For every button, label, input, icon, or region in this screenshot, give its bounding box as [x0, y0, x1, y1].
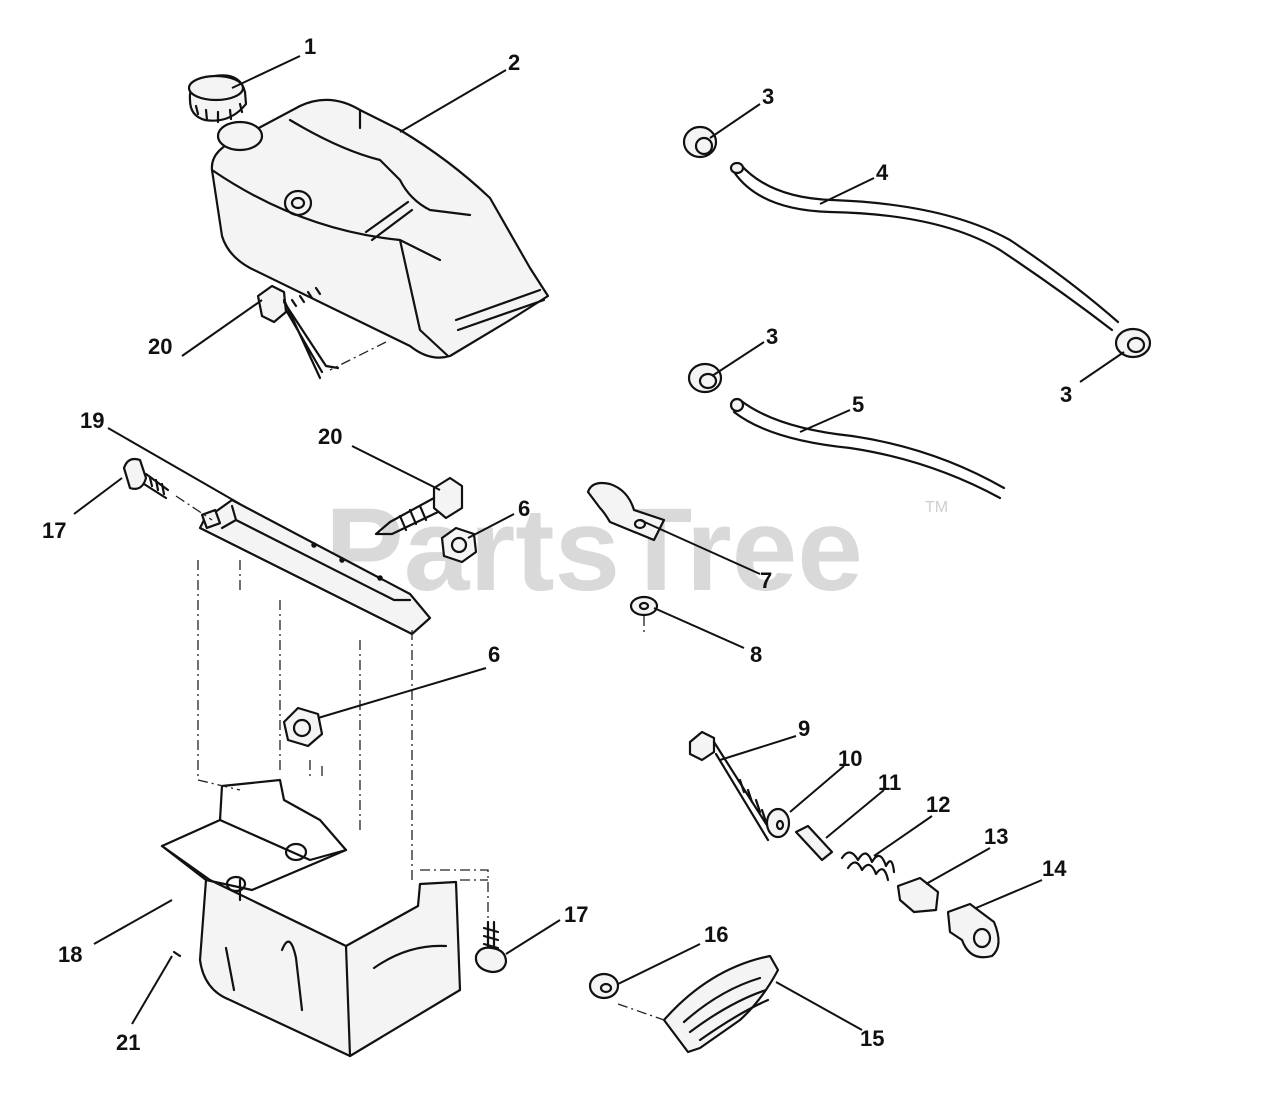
part-12-spring[interactable] — [840, 851, 896, 882]
part-14-cam[interactable] — [946, 902, 1000, 959]
leader-lines — [73, 55, 1125, 1031]
watermark-trademark: TM — [925, 499, 948, 516]
callout-9: 9 — [798, 716, 810, 741]
part-11-pin[interactable] — [794, 824, 834, 862]
callout-15: 15 — [860, 1026, 884, 1051]
callout-4: 4 — [876, 160, 889, 185]
part-17-screw-upper[interactable] — [122, 457, 170, 500]
callout-13: 13 — [984, 824, 1008, 849]
part-20-screw-lower[interactable] — [374, 476, 464, 536]
part-9-bolt[interactable] — [688, 730, 772, 842]
assembly-lines — [175, 341, 665, 1021]
callout-21: 21 — [116, 1030, 140, 1055]
part-2-fuel-tank[interactable] — [210, 98, 550, 359]
callout-17-lower: 17 — [564, 902, 588, 927]
callout-2: 2 — [508, 50, 520, 75]
watermark-text: PartsTree — [325, 484, 863, 616]
part-16-washer[interactable] — [588, 972, 620, 1000]
part-4-fuel-hose[interactable] — [729, 161, 1120, 332]
callout-3-top: 3 — [762, 84, 774, 109]
callout-3-middle: 3 — [766, 324, 778, 349]
callout-1: 1 — [304, 34, 316, 59]
callout-20-lower: 20 — [318, 424, 342, 449]
callout-16: 16 — [704, 922, 728, 947]
callout-19: 19 — [80, 408, 104, 433]
callout-17-upper: 17 — [42, 518, 66, 543]
callout-7: 7 — [760, 568, 772, 593]
callout-3-right: 3 — [1060, 382, 1072, 407]
callout-18: 18 — [58, 942, 82, 967]
part-6-nut-lower[interactable] — [282, 706, 324, 748]
callout-8: 8 — [750, 642, 762, 667]
part-3-hose-clamp-right[interactable] — [1114, 327, 1152, 359]
callout-6-lower: 6 — [488, 642, 500, 667]
part-17-screw-lower[interactable] — [474, 920, 508, 974]
part-10-washer[interactable] — [765, 807, 791, 839]
part-5-fuel-hose[interactable] — [729, 397, 1006, 500]
part-1-fuel-cap[interactable] — [187, 74, 248, 124]
part-20-screw-upper[interactable] — [256, 284, 340, 380]
callout-14: 14 — [1042, 856, 1067, 881]
part-8-washer[interactable] — [629, 595, 659, 617]
callout-20-upper: 20 — [148, 334, 172, 359]
part-13-latch[interactable] — [896, 876, 940, 914]
callout-6-upper: 6 — [518, 496, 530, 521]
callout-labels: 1 2 3 4 3 3 5 20 20 19 17 6 7 8 6 9 10 1… — [42, 34, 1072, 1055]
part-18-shroud[interactable] — [160, 778, 462, 1058]
callout-12: 12 — [926, 792, 950, 817]
part-3-hose-clamp-middle[interactable] — [687, 362, 723, 394]
part-21-small-screw[interactable] — [172, 950, 182, 958]
part-3-hose-clamp-top[interactable] — [682, 125, 718, 159]
part-15-quadrant-plate[interactable] — [662, 954, 780, 1054]
callout-5: 5 — [852, 392, 864, 417]
part-6-nut-upper[interactable] — [440, 526, 478, 564]
callout-11: 11 — [878, 770, 901, 795]
callout-10: 10 — [838, 746, 862, 771]
